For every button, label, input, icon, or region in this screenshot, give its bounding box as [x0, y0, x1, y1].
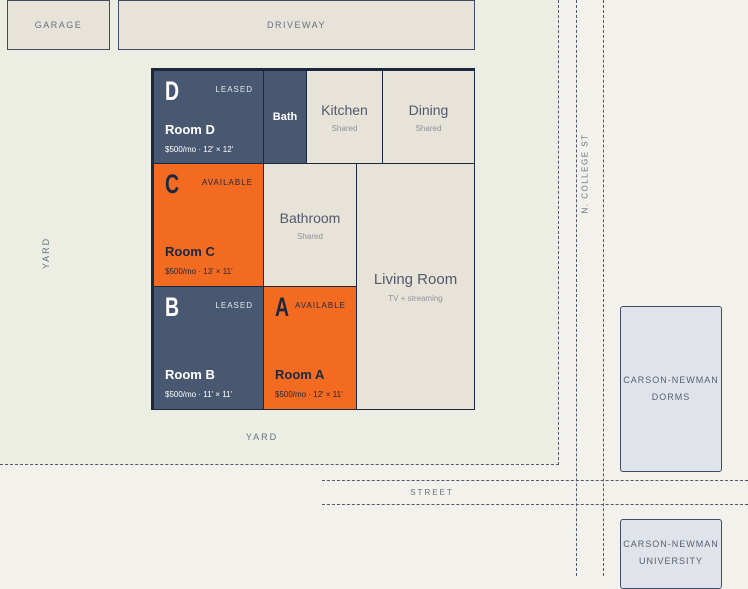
room-c-letter: C [165, 169, 180, 199]
room-b[interactable]: B LEASED Room B $500/mo · 11' × 11' [153, 286, 264, 410]
property-line-bottom [0, 464, 559, 465]
room-b-name: Room B [165, 367, 215, 382]
dorms-label-line1: CARSON-NEWMAN [623, 375, 719, 385]
room-d-status: LEASED [215, 85, 253, 94]
living-room-name: Living Room [373, 270, 458, 288]
room-b-price: $500/mo · 11' × 11' [165, 390, 233, 399]
living-room-sub: TV + streaming [388, 293, 443, 303]
kitchen: Kitchen Shared [306, 70, 383, 164]
driveway-label: DRIVEWAY [266, 20, 326, 30]
university-label-line1: CARSON-NEWMAN [623, 539, 719, 549]
room-d-price: $500/mo · 12' × 12' [165, 145, 234, 154]
kitchen-name: Kitchen [321, 101, 368, 118]
driveway: DRIVEWAY [118, 0, 475, 50]
room-b-status: LEASED [215, 301, 253, 310]
bathroom-name: Bathroom [279, 209, 341, 226]
garage: GARAGE [7, 0, 110, 50]
room-d-name: Room D [165, 122, 215, 137]
living-room: Living Room TV + streaming [356, 163, 475, 410]
bathroom-shared: Bathroom Shared [263, 163, 357, 287]
bathroom-sub: Shared [297, 231, 323, 241]
bath-small: Bath [263, 70, 307, 164]
room-c-name: Room C [165, 244, 215, 259]
university-building: CARSON-NEWMAN UNIVERSITY [620, 519, 722, 589]
dorms-label-line2: DORMS [651, 392, 691, 402]
street-label-n-college: N. COLLEGE ST [580, 133, 590, 214]
room-d[interactable]: D LEASED Room D $500/mo · 12' × 12' [153, 70, 264, 164]
property-line-right [558, 0, 559, 465]
street-edge-right [603, 0, 604, 576]
street-edge-left [576, 0, 577, 576]
room-a-status: AVAILABLE [295, 301, 346, 310]
room-a-name: Room A [275, 367, 325, 382]
room-d-letter: D [165, 76, 180, 106]
room-a-price: $500/mo · 12' × 11' [275, 390, 343, 399]
dorms-building: CARSON-NEWMAN DORMS [620, 306, 722, 472]
bath-label: Bath [272, 111, 298, 123]
university-label-line2: UNIVERSITY [638, 556, 703, 566]
room-c[interactable]: C AVAILABLE Room C $500/mo · 13' × 11' [153, 163, 264, 287]
street-label: STREET [410, 488, 454, 497]
street-edge-top [322, 480, 748, 481]
yard-label-left: YARD [41, 236, 51, 270]
room-a-letter: A [275, 292, 290, 322]
room-b-letter: B [165, 292, 180, 322]
yard-label-bottom: YARD [245, 432, 279, 442]
dining-name: Dining [408, 101, 449, 118]
dining: Dining Shared [382, 70, 475, 164]
dining-sub: Shared [415, 123, 442, 133]
garage-label: GARAGE [34, 20, 83, 30]
house-floor-plan: D LEASED Room D $500/mo · 12' × 12' Bath… [151, 68, 475, 410]
kitchen-sub: Shared [331, 123, 358, 133]
room-a[interactable]: A AVAILABLE Room A $500/mo · 12' × 11' [263, 286, 357, 410]
street-edge-bottom [322, 504, 748, 505]
room-c-status: AVAILABLE [202, 178, 253, 187]
room-c-price: $500/mo · 13' × 11' [165, 267, 233, 276]
